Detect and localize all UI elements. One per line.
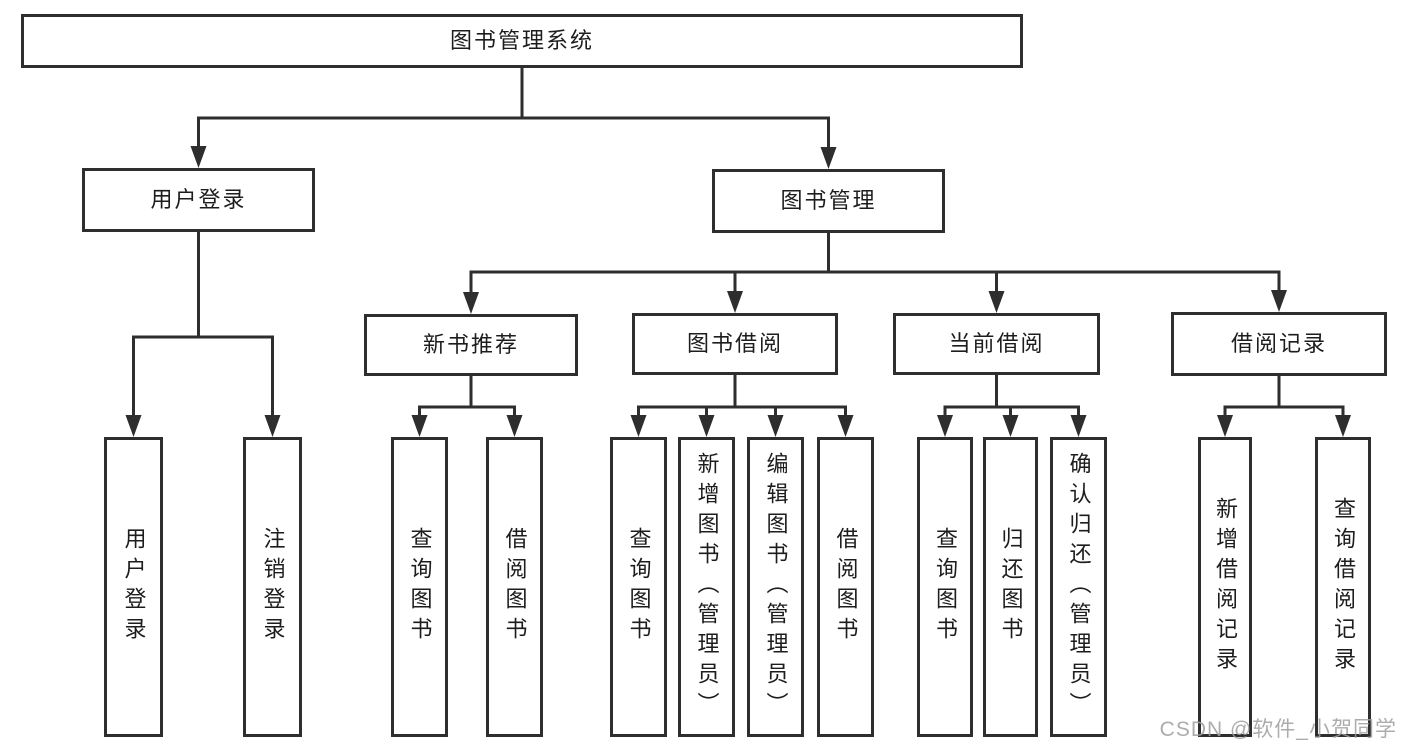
leaf-confirm-return-admin: 确认归还（管理员） (1050, 437, 1107, 737)
connector-new-book-branch (418, 374, 516, 417)
arrowhead-bb-add (698, 415, 715, 437)
arrowhead-br-query (1335, 415, 1351, 437)
arrowhead-borrow-records (1271, 290, 1287, 312)
arrowhead-book-mgmt (820, 147, 837, 169)
arrowhead-cb-confirm (1070, 415, 1087, 437)
leaf-query-books-borrow: 查询图书 (610, 437, 667, 737)
connector-book-mgmt-branch (469, 231, 1281, 294)
arrowhead-cb-query (937, 415, 953, 437)
arrowhead-login-user (125, 415, 142, 437)
leaf-user-login: 用户登录 (104, 437, 163, 737)
node-library-management-system: 图书管理系统 (21, 14, 1023, 68)
arrowhead-book-borrow (727, 291, 743, 313)
csdn-watermark: CSDN @软件_小贺同学 (1159, 718, 1397, 741)
connector-book-borrow-branch (637, 373, 847, 417)
leaf-query-books-newbook: 查询图书 (391, 437, 448, 737)
node-book-borrowing: 图书借阅 (632, 313, 838, 375)
arrowhead-br-add (1217, 415, 1233, 437)
leaf-return-books: 归还图书 (983, 437, 1038, 737)
node-new-book-recommendation: 新书推荐 (364, 314, 578, 376)
leaf-add-borrow-record: 新增借阅记录 (1198, 437, 1252, 737)
arrowhead-bb-edit (767, 415, 784, 437)
arrowhead-cb-return (1002, 415, 1019, 437)
arrowhead-nb-query (411, 415, 428, 437)
leaf-add-books-admin: 新增图书（管理员） (678, 437, 735, 737)
connector-login-branch (132, 230, 274, 417)
node-current-borrowing: 当前借阅 (893, 313, 1100, 375)
connector-current-borrow-branch (943, 373, 1080, 417)
node-borrowing-records: 借阅记录 (1171, 312, 1387, 376)
node-book-management: 图书管理 (712, 169, 945, 233)
arrowhead-current-borrow (988, 291, 1005, 313)
arrowhead-new-book (463, 292, 479, 314)
arrowhead-bb-borrow (837, 415, 854, 437)
leaf-query-books-current: 查询图书 (917, 437, 973, 737)
node-user-login: 用户登录 (82, 168, 315, 232)
connector-borrow-records-branch (1223, 374, 1345, 417)
leaf-query-borrow-record: 查询借阅记录 (1315, 437, 1371, 737)
leaf-logout: 注销登录 (243, 437, 302, 737)
arrowhead-login-logout (264, 415, 281, 437)
arrowhead-bb-query (630, 415, 647, 437)
arrowheads (125, 146, 1351, 437)
connector-root-branch (197, 66, 830, 149)
arrowhead-nb-borrow (506, 415, 523, 437)
arrowhead-login (190, 146, 207, 168)
leaf-edit-books-admin: 编辑图书（管理员） (747, 437, 804, 737)
leaf-borrow-books-borrow: 借阅图书 (817, 437, 874, 737)
leaf-borrow-books-newbook: 借阅图书 (486, 437, 543, 737)
